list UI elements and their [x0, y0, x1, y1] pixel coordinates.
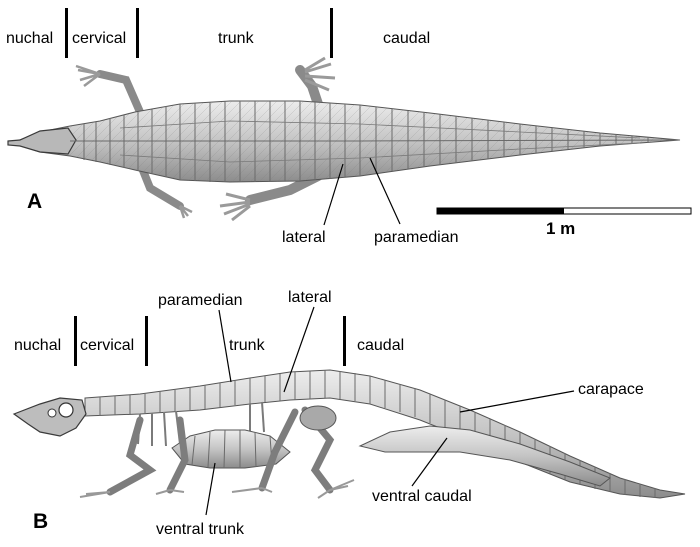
ventral-caudal-leader [411, 437, 448, 487]
dorsal-skeleton-illustration [7, 56, 681, 222]
scale-bar [436, 207, 692, 215]
lateral-leader-b [283, 306, 315, 393]
panel-letter-b: B [33, 510, 49, 533]
dorsal-skull [7, 127, 77, 155]
ventral-trunk-leader [205, 462, 216, 516]
ventral-trunk-shield [171, 429, 291, 469]
callout-ventral-trunk: ventral trunk [156, 521, 245, 538]
lateral-leader-a [323, 163, 344, 226]
callout-lateral-a: lateral [282, 229, 326, 246]
callout-ventral-caudal: ventral caudal [372, 488, 472, 505]
region-label-trunk-a: trunk [218, 30, 254, 47]
lateral-feet [79, 479, 355, 499]
paramedian-leader-b [218, 309, 232, 383]
region-label-caudal-a: caudal [383, 30, 431, 47]
region-label-cervical-b: cervical [80, 337, 135, 354]
paramedian-leader-a [369, 157, 401, 225]
ventral-caudal-shield [358, 425, 611, 487]
panel-letter-a: A [27, 190, 43, 213]
region-label-nuchal-b: nuchal [14, 337, 62, 354]
region-divider-a-3 [330, 8, 333, 58]
region-label-caudal-b: caudal [357, 337, 405, 354]
callout-lateral-b: lateral [288, 289, 332, 306]
left-hindlimb [295, 56, 336, 109]
callout-carapace: carapace [578, 381, 644, 398]
region-label-cervical-a: cervical [72, 30, 127, 47]
scale-bar-label: 1 m [546, 219, 576, 238]
lateral-skeleton-illustration [12, 369, 686, 499]
region-divider-b-2 [145, 316, 148, 366]
region-label-trunk-b: trunk [229, 337, 265, 354]
right-forelimb [138, 164, 193, 219]
region-divider-a-1 [65, 8, 68, 58]
region-divider-a-2 [136, 8, 139, 58]
left-forelimb [75, 64, 144, 116]
right-hindlimb [219, 171, 323, 222]
region-divider-b-1 [74, 316, 77, 366]
region-divider-b-3 [343, 316, 346, 366]
callout-paramedian-b: paramedian [158, 292, 243, 309]
carapace-leader [459, 390, 575, 413]
callout-paramedian-a: paramedian [374, 229, 459, 246]
region-label-nuchal-a: nuchal [6, 30, 54, 47]
